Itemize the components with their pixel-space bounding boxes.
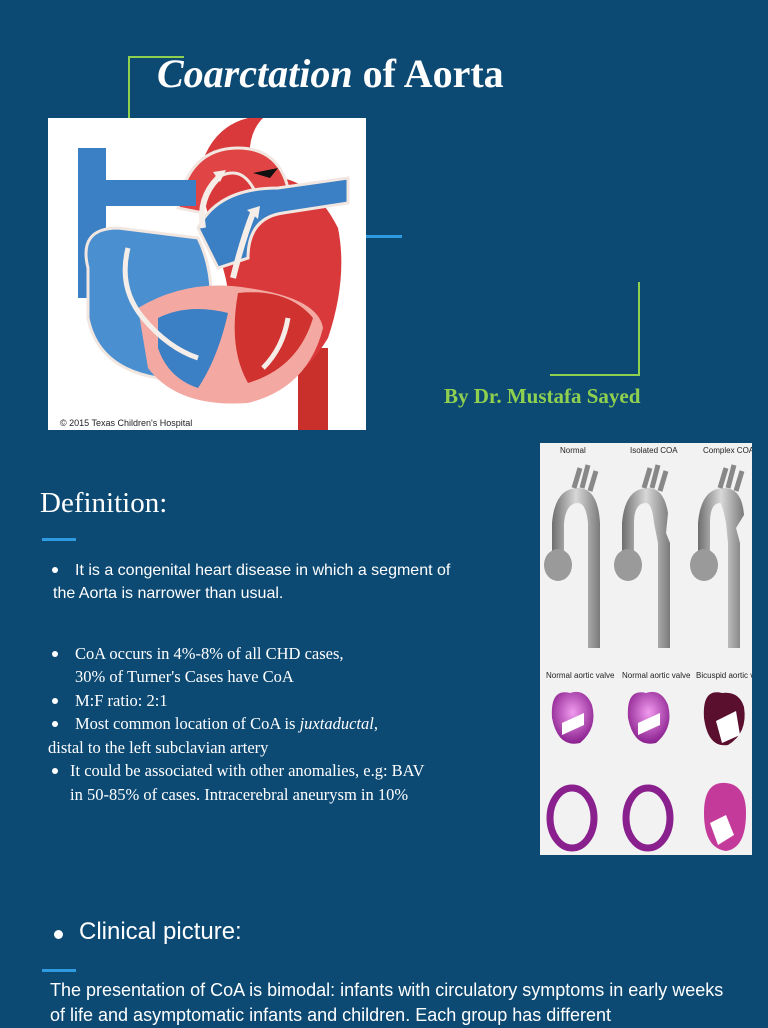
definition-heading: Definition: [40,487,168,519]
definition-bullet-4-line-1: Most common location of CoA is juxtaduct… [75,712,378,736]
definition-bullet-5-line-1: It could be associated with other anomal… [70,761,425,780]
accent-line-top-horizontal [128,56,184,58]
bullet-4-emphasis: juxtaductal [299,714,374,733]
definition-bullet-2-line-2: 30% of Turner's Cases have CoA [75,667,294,686]
definition-bullet-1-line-2: the Aorta is narrower than usual. [53,585,284,602]
bullet-4-text: Most common location of CoA is [75,714,300,733]
clinical-paragraph: The presentation of CoA is bimodal: infa… [50,980,724,1025]
bullet-4-comma: , [373,714,378,733]
bullet-dot-clinical [54,930,63,939]
heart-diagram-icon [78,118,350,430]
bullet-dot-2 [52,651,58,657]
aorta-comparison-figure: Normal Isolated COA Complex COA Normal a… [540,443,752,855]
accent-line-top-vertical [128,56,130,118]
bullet-dot-3 [52,698,58,704]
heart-copyright-caption: © 2015 Texas Children's Hospital [60,418,193,428]
bullet-dot-4 [52,721,58,727]
slide-title: Coarctation of Aorta [157,50,504,97]
accent-line-right-vertical [638,282,640,376]
valve-label-bicuspid: Bicuspid aortic valve [696,671,752,680]
author-name: By Dr. Mustafa Sayed [444,384,641,408]
accent-line-right-horizontal [550,374,640,376]
bullet-dot-5 [52,768,58,774]
figure-label-isolated: Isolated COA [630,446,678,455]
definition-bullet-3: M:F ratio: 2:1 [75,691,168,710]
clinical-heading: Clinical picture: [79,918,242,945]
bullet-dot-1 [52,567,58,573]
clinical-underline [42,969,76,972]
definition-underline [42,538,76,541]
figure-label-normal: Normal [560,446,586,455]
definition-bullet-5-line-2: in 50-85% of cases. Intracerebral aneury… [70,785,409,804]
valve-label-normal-1: Normal aortic valve [546,671,615,680]
title-italic-part: Coarctation [157,51,353,96]
definition-bullet-2-line-1: CoA occurs in 4%-8% of all CHD cases, [75,644,344,663]
definition-bullet-1-line-1: It is a congenital heart disease in whic… [75,562,451,579]
definition-bullet-4-line-2: distal to the left subclavian artery [48,738,269,757]
figure-label-complex: Complex COA [703,446,752,455]
accent-dash-top [366,235,402,238]
heart-illustration: © 2015 Texas Children's Hospital [48,118,366,430]
valve-label-normal-2: Normal aortic valve [622,671,691,680]
aorta-models-icon [544,464,746,852]
title-rest: of Aorta [352,51,504,96]
